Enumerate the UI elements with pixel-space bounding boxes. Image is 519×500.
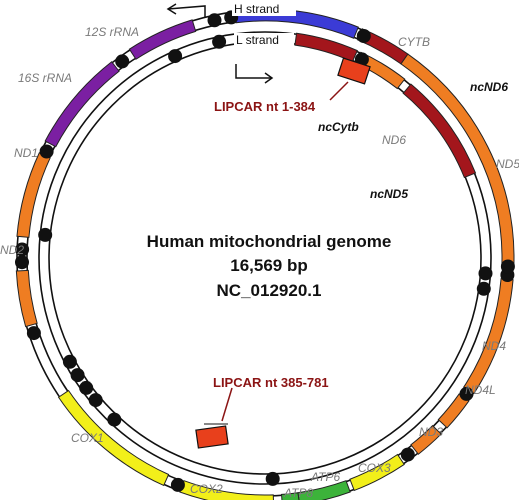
gene-segment-nd1 — [16, 152, 51, 238]
trna-dot — [107, 412, 122, 427]
trna-dot — [115, 54, 130, 69]
l-strand-label: L strand — [236, 33, 279, 47]
gene-segment-16s-rrna — [44, 61, 120, 148]
gene-segment-ncnd5 — [402, 83, 477, 179]
label-nd1: ND1 — [14, 146, 38, 160]
l-strand-label-bg — [234, 33, 294, 47]
trna-dot — [26, 326, 41, 341]
trna-dot — [170, 477, 185, 492]
label-ncnd5: ncND5 — [370, 187, 408, 201]
gene-segment-nd4 — [463, 278, 514, 395]
label-cox2: COX2 — [190, 482, 223, 496]
label-atp6: ATP6 — [310, 470, 340, 484]
label-nd5: ND5 — [496, 157, 519, 171]
gene-segment-nd2 — [15, 269, 38, 328]
h-strand-label-bg — [232, 2, 296, 16]
lipcar-pointer-1 — [329, 81, 349, 101]
trna-dot — [265, 471, 280, 486]
trna-dots — [15, 10, 515, 492]
genome-title: Human mitochondrial genome — [147, 232, 392, 251]
genome-accession: NC_012920.1 — [217, 281, 322, 300]
gene-segment-cox1 — [57, 389, 170, 487]
gene-segment-nd3 — [410, 424, 442, 455]
trna-dot — [168, 49, 183, 64]
h-strand-arrow — [166, 3, 206, 18]
trna-dot — [478, 266, 493, 281]
gene-segment-12s-rrna — [128, 19, 197, 60]
l-strand-ring-outer-line — [38, 31, 492, 485]
label-12s-rrna: 12S rRNA — [85, 25, 139, 39]
trna-dot — [70, 368, 85, 383]
gene-labels: 12S rRNA 16S rRNA ND1 ND2 COX1 COX2 ATP8… — [0, 25, 519, 500]
label-cytb: CYTB — [398, 35, 430, 49]
trna-dot — [88, 393, 103, 408]
trna-dot — [459, 386, 474, 401]
lipcar-label-2: LIPCAR nt 385-781 — [213, 375, 329, 390]
gene-segment-cox3 — [349, 453, 405, 492]
l-strand-arrow — [235, 64, 274, 84]
trna-dot — [207, 13, 222, 28]
gene-segments — [15, 8, 515, 500]
watermark-text: 知乎 @菌相依益生菌 — [400, 482, 503, 496]
gene-segment-nd4l — [437, 393, 470, 429]
trna-dot — [15, 242, 30, 257]
label-nd2: ND2 — [0, 243, 24, 257]
label-cox1: COX1 — [71, 431, 104, 445]
lipcar-segment-1 — [337, 57, 371, 85]
gene-segment-cox2 — [179, 480, 274, 500]
label-cox3: COX3 — [358, 461, 391, 475]
label-16s-rrna: 16S rRNA — [18, 71, 72, 85]
label-atp8: ATP8 — [283, 486, 313, 500]
label-ncnd6: ncND6 — [470, 80, 508, 94]
trna-dot — [62, 354, 77, 369]
trna-dot — [356, 29, 371, 43]
trna-dot — [500, 259, 515, 274]
trna-dot — [476, 281, 491, 296]
genome-size: 16,569 bp — [230, 256, 308, 275]
label-nd3: ND3 — [419, 425, 443, 439]
label-nd4: ND4 — [482, 339, 506, 353]
trna-dot — [15, 255, 29, 270]
lipcar-pointer-2 — [221, 387, 233, 422]
label-nd6: ND6 — [382, 133, 406, 147]
label-nd4l: ND4L — [465, 383, 496, 397]
gene-segment-atp6 — [297, 480, 351, 500]
gene-segment-atp8 — [280, 492, 300, 500]
h-strand-label: H strand — [234, 2, 279, 16]
trna-dot — [38, 227, 53, 242]
lipcar-label-1: LIPCAR nt 1-384 — [214, 99, 316, 114]
gene-segment-nccytb — [294, 32, 358, 63]
trna-dot — [79, 380, 94, 395]
label-nccytb: ncCytb — [318, 120, 359, 134]
lipcar-segment-2 — [195, 425, 229, 449]
trna-dot — [212, 34, 227, 49]
trna-dot — [400, 447, 415, 462]
trna-dot — [39, 144, 54, 159]
